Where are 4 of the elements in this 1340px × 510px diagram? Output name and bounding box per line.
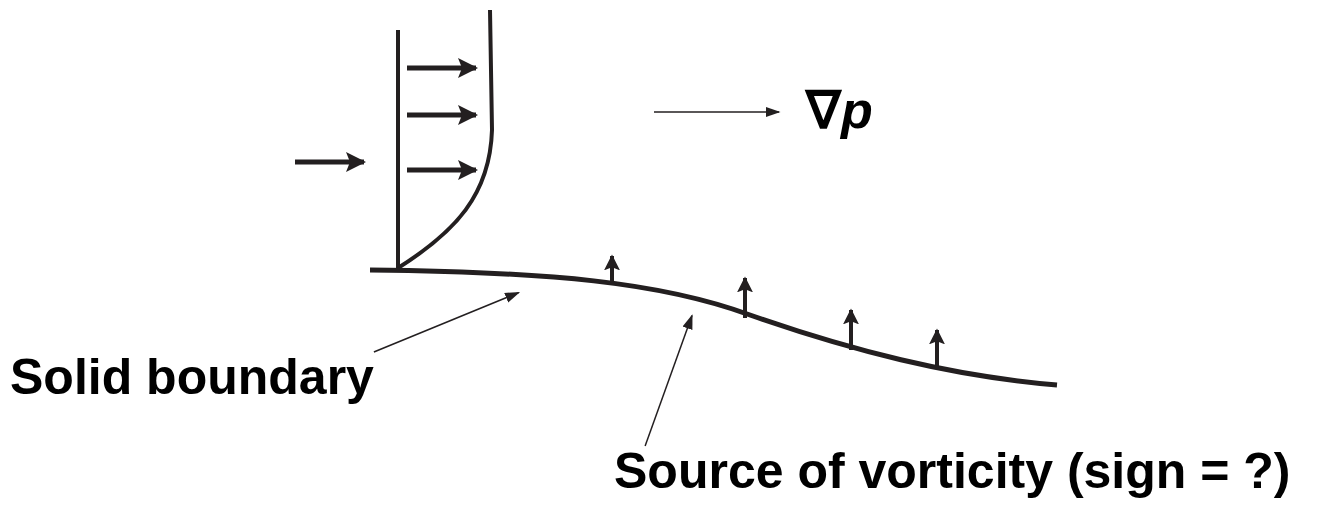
callout-text: Source of vorticity (sign = ?) <box>614 446 1291 496</box>
leader-line <box>644 314 693 447</box>
leader-line <box>373 291 521 353</box>
callout-text: Solid boundary <box>10 352 374 402</box>
